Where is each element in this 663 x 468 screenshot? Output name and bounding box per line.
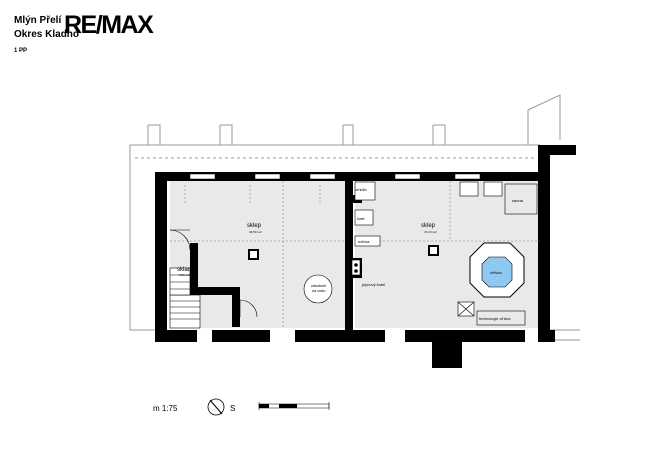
left-cellar-area: 46,59 m2 <box>249 230 262 234</box>
walls <box>155 145 576 368</box>
upper-outline <box>129 94 580 341</box>
laundry-label: udírna <box>358 239 370 244</box>
sauna-label: sauna <box>512 198 524 203</box>
pool-label: vířivka <box>490 270 502 275</box>
tech-room-label: technologie vířivka <box>479 317 511 321</box>
storage-name: sklad <box>177 267 191 273</box>
floor-label: 1 PP <box>14 48 28 54</box>
boiler-small-label: kotel <box>357 217 365 221</box>
title-line-1: Mlýn Přelí <box>14 15 62 26</box>
scale-bar <box>258 402 330 410</box>
stairs <box>169 229 258 329</box>
remax-logo: RE/MAX <box>64 11 154 39</box>
right-cellar-name: sklep <box>421 223 436 229</box>
right-cellar-area: 47,23 m2 <box>424 230 437 234</box>
pantry-label: zrnidlo <box>355 187 368 192</box>
pantry-box <box>354 181 376 201</box>
scale-label: m 1:75 <box>153 404 178 413</box>
water-tank-label-1: zásobník <box>311 284 326 288</box>
water-tank-label-2: na vodu <box>312 289 326 293</box>
left-cellar-name: sklep <box>247 223 262 229</box>
storage-area: 3,51 m2 <box>179 273 190 277</box>
title-line-2: Okres Kladno <box>14 29 80 40</box>
north-arrow <box>207 398 225 416</box>
whirlpool-basin <box>481 256 513 288</box>
water-tank <box>303 274 333 304</box>
north-label: S <box>230 404 235 413</box>
gas-boiler-label: plynový kotel <box>362 282 385 287</box>
boiler-small <box>354 209 374 226</box>
